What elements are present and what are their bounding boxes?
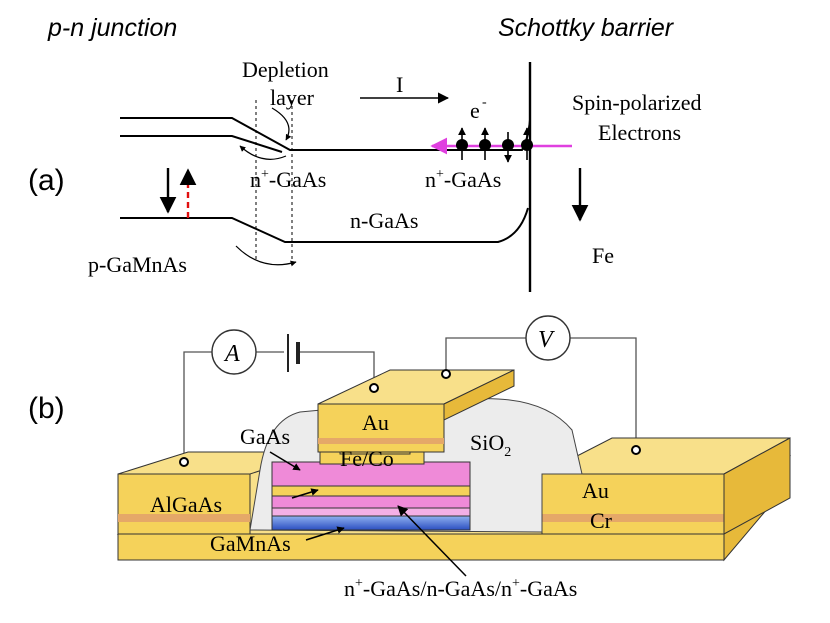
curve-arrow-top <box>271 107 292 141</box>
right-pad-cr <box>542 514 724 522</box>
electron-dot <box>521 139 533 151</box>
fe-label: Fe <box>592 243 614 268</box>
gamnas-pointer <box>305 526 345 541</box>
contact-left <box>179 457 189 467</box>
au-top-label: Au <box>362 410 389 435</box>
p-gamnas-label: p-GaMnAs <box>88 252 187 277</box>
panel-a: p-n junction Schottky barrier Depletion … <box>28 14 702 292</box>
electron-label: e <box>470 98 480 123</box>
au-right-label: Au <box>582 478 609 503</box>
top-au-side <box>443 369 515 421</box>
schottky-barrier-title: Schottky barrier <box>498 14 675 42</box>
gaas-pointer <box>269 451 301 471</box>
nplus-gaas-right: n+-GaAs <box>425 167 501 192</box>
curve-arrow-mid <box>239 145 287 160</box>
left-pad-cr <box>118 514 250 522</box>
panel-a-label: (a) <box>28 164 65 197</box>
contact-top-right <box>441 369 451 379</box>
right-pad-side <box>723 437 791 535</box>
electron-dot <box>479 139 491 151</box>
gamnas-label: GaMnAs <box>210 531 291 556</box>
cr-right-label: Cr <box>590 508 613 533</box>
spin-polarized-label: Spin-polarized <box>572 90 702 115</box>
electron-sup: - <box>482 95 487 110</box>
right-pad-front <box>541 473 725 535</box>
pn-junction-title: p-n junction <box>47 14 177 42</box>
sio2-label: SiO2 <box>470 430 511 460</box>
n-gaas-layer <box>271 507 471 517</box>
algaas-pointer <box>291 488 319 499</box>
voltmeter-label: V <box>538 327 555 353</box>
ammeter-label: A <box>223 341 240 367</box>
contact-top-left <box>369 383 379 393</box>
gaas-top-layer <box>271 461 471 487</box>
layer-label: layer <box>270 85 315 110</box>
stack-pointer <box>397 505 467 577</box>
base-slab-front <box>117 533 725 561</box>
spin-electrons <box>456 127 533 163</box>
top-au-cr <box>318 438 444 444</box>
circuit-wires <box>183 337 637 462</box>
electrons-label: Electrons <box>598 120 681 145</box>
depletion-label: Depletion <box>242 57 329 82</box>
stack-label: n+-GaAs/n-GaAs/n+-GaAs <box>344 576 577 601</box>
panel-b: (b) A V <box>28 315 792 601</box>
voltmeter-circle <box>525 315 571 361</box>
ammeter-circle <box>211 329 257 375</box>
electron-dot <box>456 139 468 151</box>
curve-arrow-bottom <box>235 245 297 267</box>
nplus-gaas-layer-1 <box>271 495 471 509</box>
fe-co-label: Fe/Co <box>340 446 394 471</box>
nplus-gaas-left: n+-GaAs <box>250 167 326 192</box>
panel-b-label: (b) <box>28 392 65 425</box>
current-label: I <box>396 72 403 97</box>
contact-right <box>631 445 641 455</box>
gamnas-layer <box>271 515 471 531</box>
gaas-label: GaAs <box>240 424 290 449</box>
n-gaas-label: n-GaAs <box>350 208 418 233</box>
algaas-label: AlGaAs <box>150 492 222 517</box>
